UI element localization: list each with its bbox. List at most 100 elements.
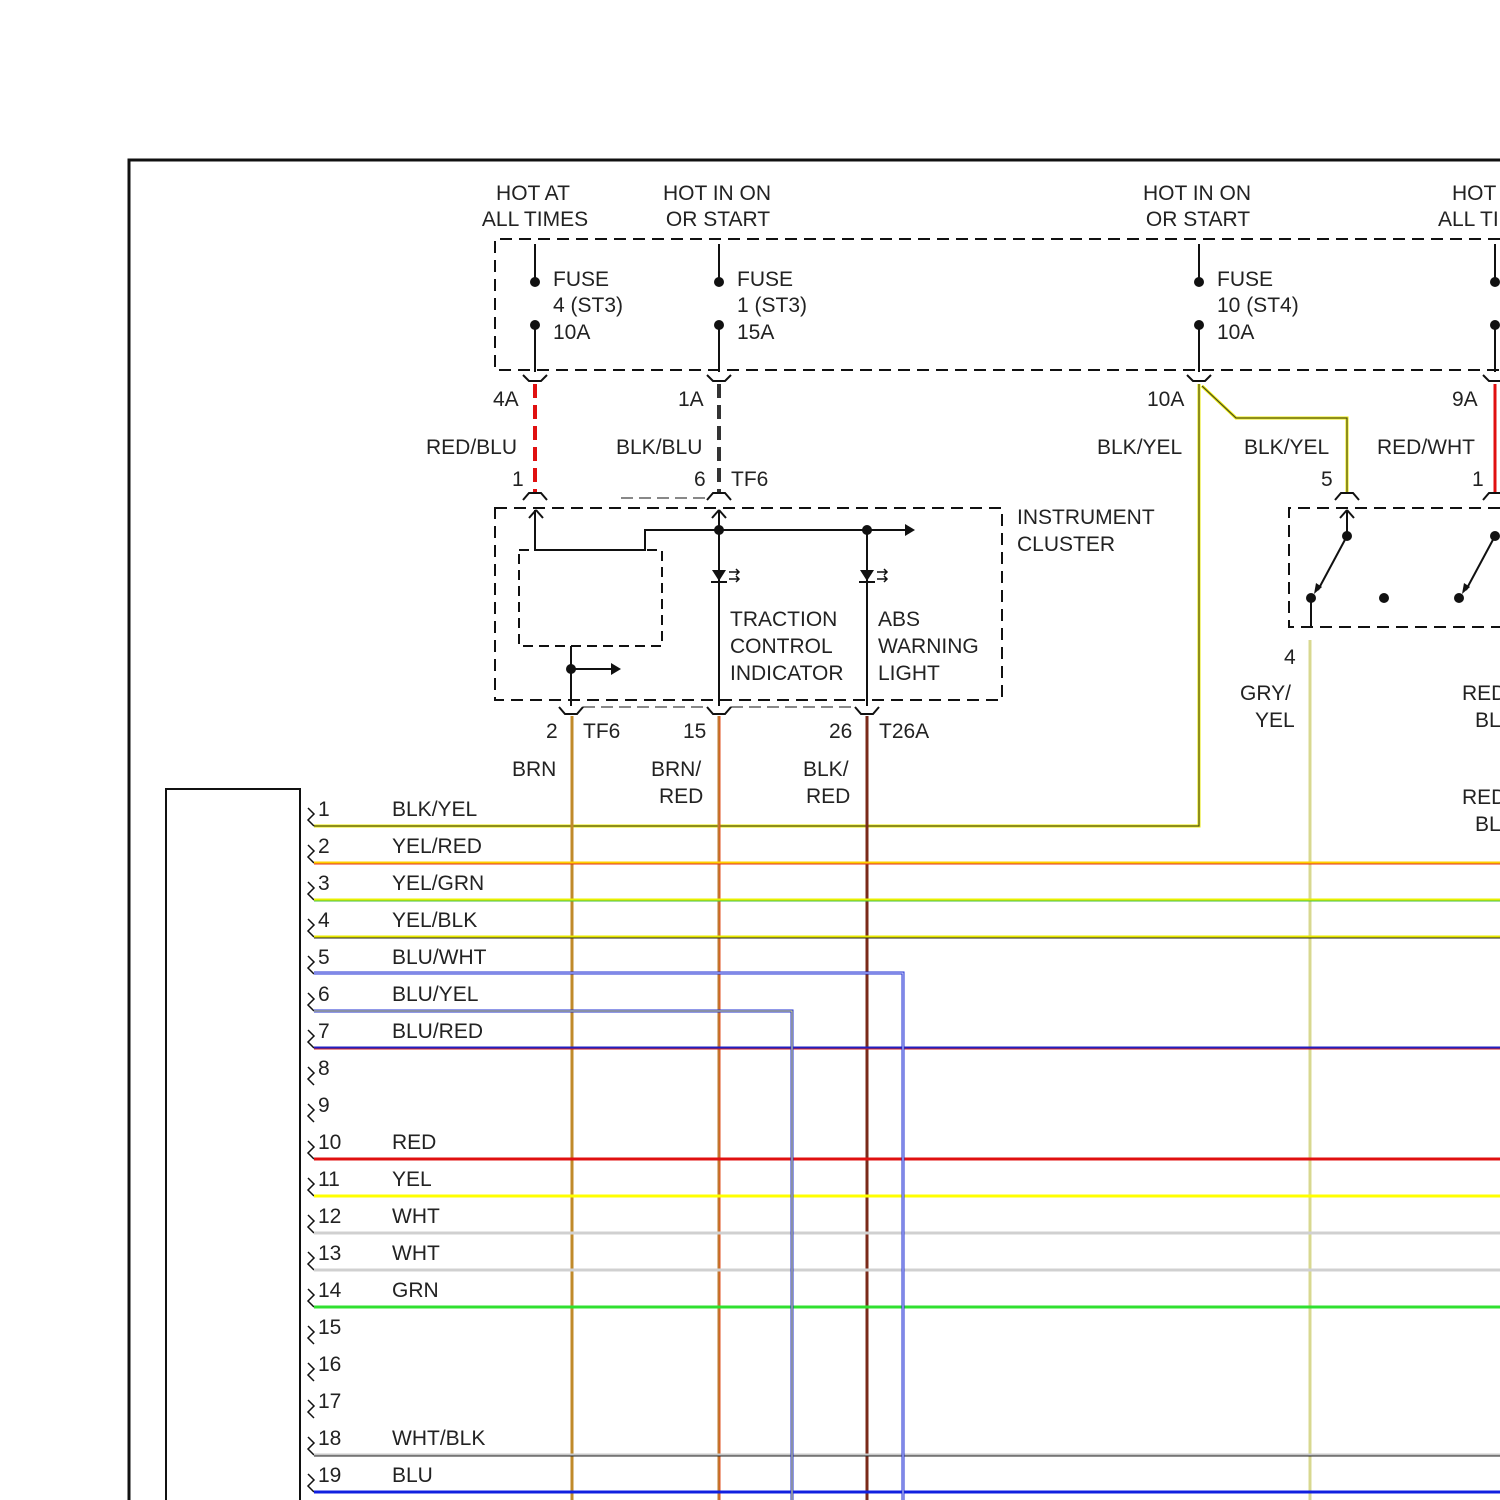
pin-label: 2 — [546, 720, 558, 743]
pin-label: 26 — [829, 720, 852, 743]
pin-label: 15 — [683, 720, 706, 743]
fuse-terminal-label: 4A — [493, 388, 519, 411]
connector-pin-number: 9 — [318, 1094, 330, 1117]
instrument-cluster-title: INSTRUMENT — [1017, 506, 1155, 529]
connector-pin-icon — [308, 808, 314, 826]
traction-label: TRACTION — [730, 608, 837, 631]
connector-pin-icon — [308, 1400, 314, 1418]
connector-pin-icon — [308, 1215, 314, 1233]
connector-pin-icon — [308, 1067, 314, 1085]
pin-label: T26A — [879, 720, 929, 743]
svg-text:10A: 10A — [1217, 321, 1254, 344]
wire-blu-wht — [314, 973, 903, 1500]
connector-pin-icon — [308, 845, 314, 863]
svg-text:FUSE: FUSE — [553, 268, 609, 291]
power-source-label: HOT AT — [496, 182, 570, 205]
svg-text:FUSE: FUSE — [737, 268, 793, 291]
wire-label: YEL — [1255, 709, 1295, 732]
fuse-terminal-label: 10A — [1147, 388, 1184, 411]
connector-pin-icon — [308, 1363, 314, 1381]
wire-label: BL — [1475, 709, 1500, 732]
control-module-box — [166, 789, 300, 1500]
connector-pin-icon — [308, 1141, 314, 1159]
pin-label: 6 — [694, 468, 706, 491]
pin-label: TF6 — [731, 468, 768, 491]
wire-label: RED — [1462, 786, 1500, 809]
wire-label: BRN — [512, 758, 556, 781]
connector-pin-number: 19 — [318, 1464, 341, 1487]
connector-pin-icon — [308, 1326, 314, 1344]
power-source-label: HOT IN ON — [663, 182, 771, 205]
connector-pin-icon — [308, 1437, 314, 1455]
wire-label: RED/BLU — [426, 436, 517, 459]
wire-label: RED — [806, 785, 850, 808]
wire-label: GRY/ — [1240, 682, 1291, 705]
wire-label: BLK/YEL — [1097, 436, 1182, 459]
pin-label: 1 — [512, 468, 524, 491]
wire-label: BLK/ — [803, 758, 849, 781]
power-source-label: HOT IN ON — [1143, 182, 1251, 205]
pin-label: 1 — [1472, 468, 1484, 491]
wire-label: RED — [1462, 682, 1500, 705]
power-source-label: ALL TI — [1438, 208, 1499, 231]
connector-pin-wire-label: BLU/WHT — [392, 946, 487, 969]
traction-label: INDICATOR — [730, 662, 844, 685]
abs-label: LIGHT — [878, 662, 940, 685]
pin-label: TF6 — [583, 720, 620, 743]
cluster-bottom-connectors — [559, 707, 879, 714]
svg-text:1 (ST3): 1 (ST3) — [737, 294, 807, 317]
connector-pin-number: 10 — [318, 1131, 341, 1154]
switch-icon — [1454, 531, 1500, 603]
fuse-connectors — [523, 375, 1500, 381]
connector-pin-icon — [308, 1104, 314, 1122]
connector-pin-wire-label: BLU — [392, 1464, 433, 1487]
pin-label: 5 — [1321, 468, 1333, 491]
wire-label: BLK/YEL — [1244, 436, 1329, 459]
connector-pin-wire-label: YEL — [392, 1168, 432, 1191]
connector-pin-number: 13 — [318, 1242, 341, 1265]
connector-pin-number: 18 — [318, 1427, 341, 1450]
connector-pin-wire-label: BLK/YEL — [392, 798, 477, 821]
wire-blu-wht-tracer — [314, 973, 903, 1500]
connector-pin-icon — [308, 1030, 314, 1048]
connector-pin-wire-label: RED — [392, 1131, 436, 1154]
power-source-label: OR START — [1146, 208, 1250, 231]
abs-label: ABS — [878, 608, 920, 631]
wire-label: RED — [659, 785, 703, 808]
connector-pin-number: 6 — [318, 983, 330, 1006]
instrument-cluster-title: CLUSTER — [1017, 533, 1115, 556]
power-source-label: ALL TIMES — [482, 208, 588, 231]
cluster-connectors — [523, 493, 1500, 500]
power-source-label: OR START — [666, 208, 770, 231]
cluster-module — [519, 550, 662, 646]
wire-label: RED/WHT — [1377, 436, 1475, 459]
connector-pin-number: 5 — [318, 946, 330, 969]
fuse-1: FUSE 1 (ST3) 15A — [714, 244, 807, 372]
connector-pin-icon — [308, 919, 314, 937]
module-output — [571, 646, 611, 706]
connector-pin-number: 4 — [318, 909, 330, 932]
pin-label: 4 — [1284, 646, 1296, 669]
connector-pin-number: 3 — [318, 872, 330, 895]
connector-pin-icon — [308, 1252, 314, 1270]
connector-pin-number: 14 — [318, 1279, 342, 1302]
connector-pin-wire-label: GRN — [392, 1279, 439, 1302]
connector-pin-wire-label: YEL/GRN — [392, 872, 484, 895]
connector-pin-number: 12 — [318, 1205, 341, 1228]
power-source-label: HOT — [1452, 182, 1497, 205]
connector-pin-wire-label: BLU/YEL — [392, 983, 478, 1006]
svg-text:10 (ST4): 10 (ST4) — [1217, 294, 1299, 317]
connector-pin-number: 17 — [318, 1390, 341, 1413]
svg-text:10A: 10A — [553, 321, 590, 344]
svg-text:FUSE: FUSE — [1217, 268, 1273, 291]
connector-pin-number: 15 — [318, 1316, 341, 1339]
connector-pin-wire-label: WHT/BLK — [392, 1427, 485, 1450]
fuse-terminal-label: 1A — [678, 388, 704, 411]
switch-box — [1289, 508, 1500, 627]
fuse-9 — [1490, 244, 1500, 372]
fuse-4: FUSE 4 (ST3) 10A — [530, 244, 623, 372]
connector-pin-number: 16 — [318, 1353, 341, 1376]
traction-label: CONTROL — [730, 635, 833, 658]
fuse-box — [495, 239, 1500, 370]
